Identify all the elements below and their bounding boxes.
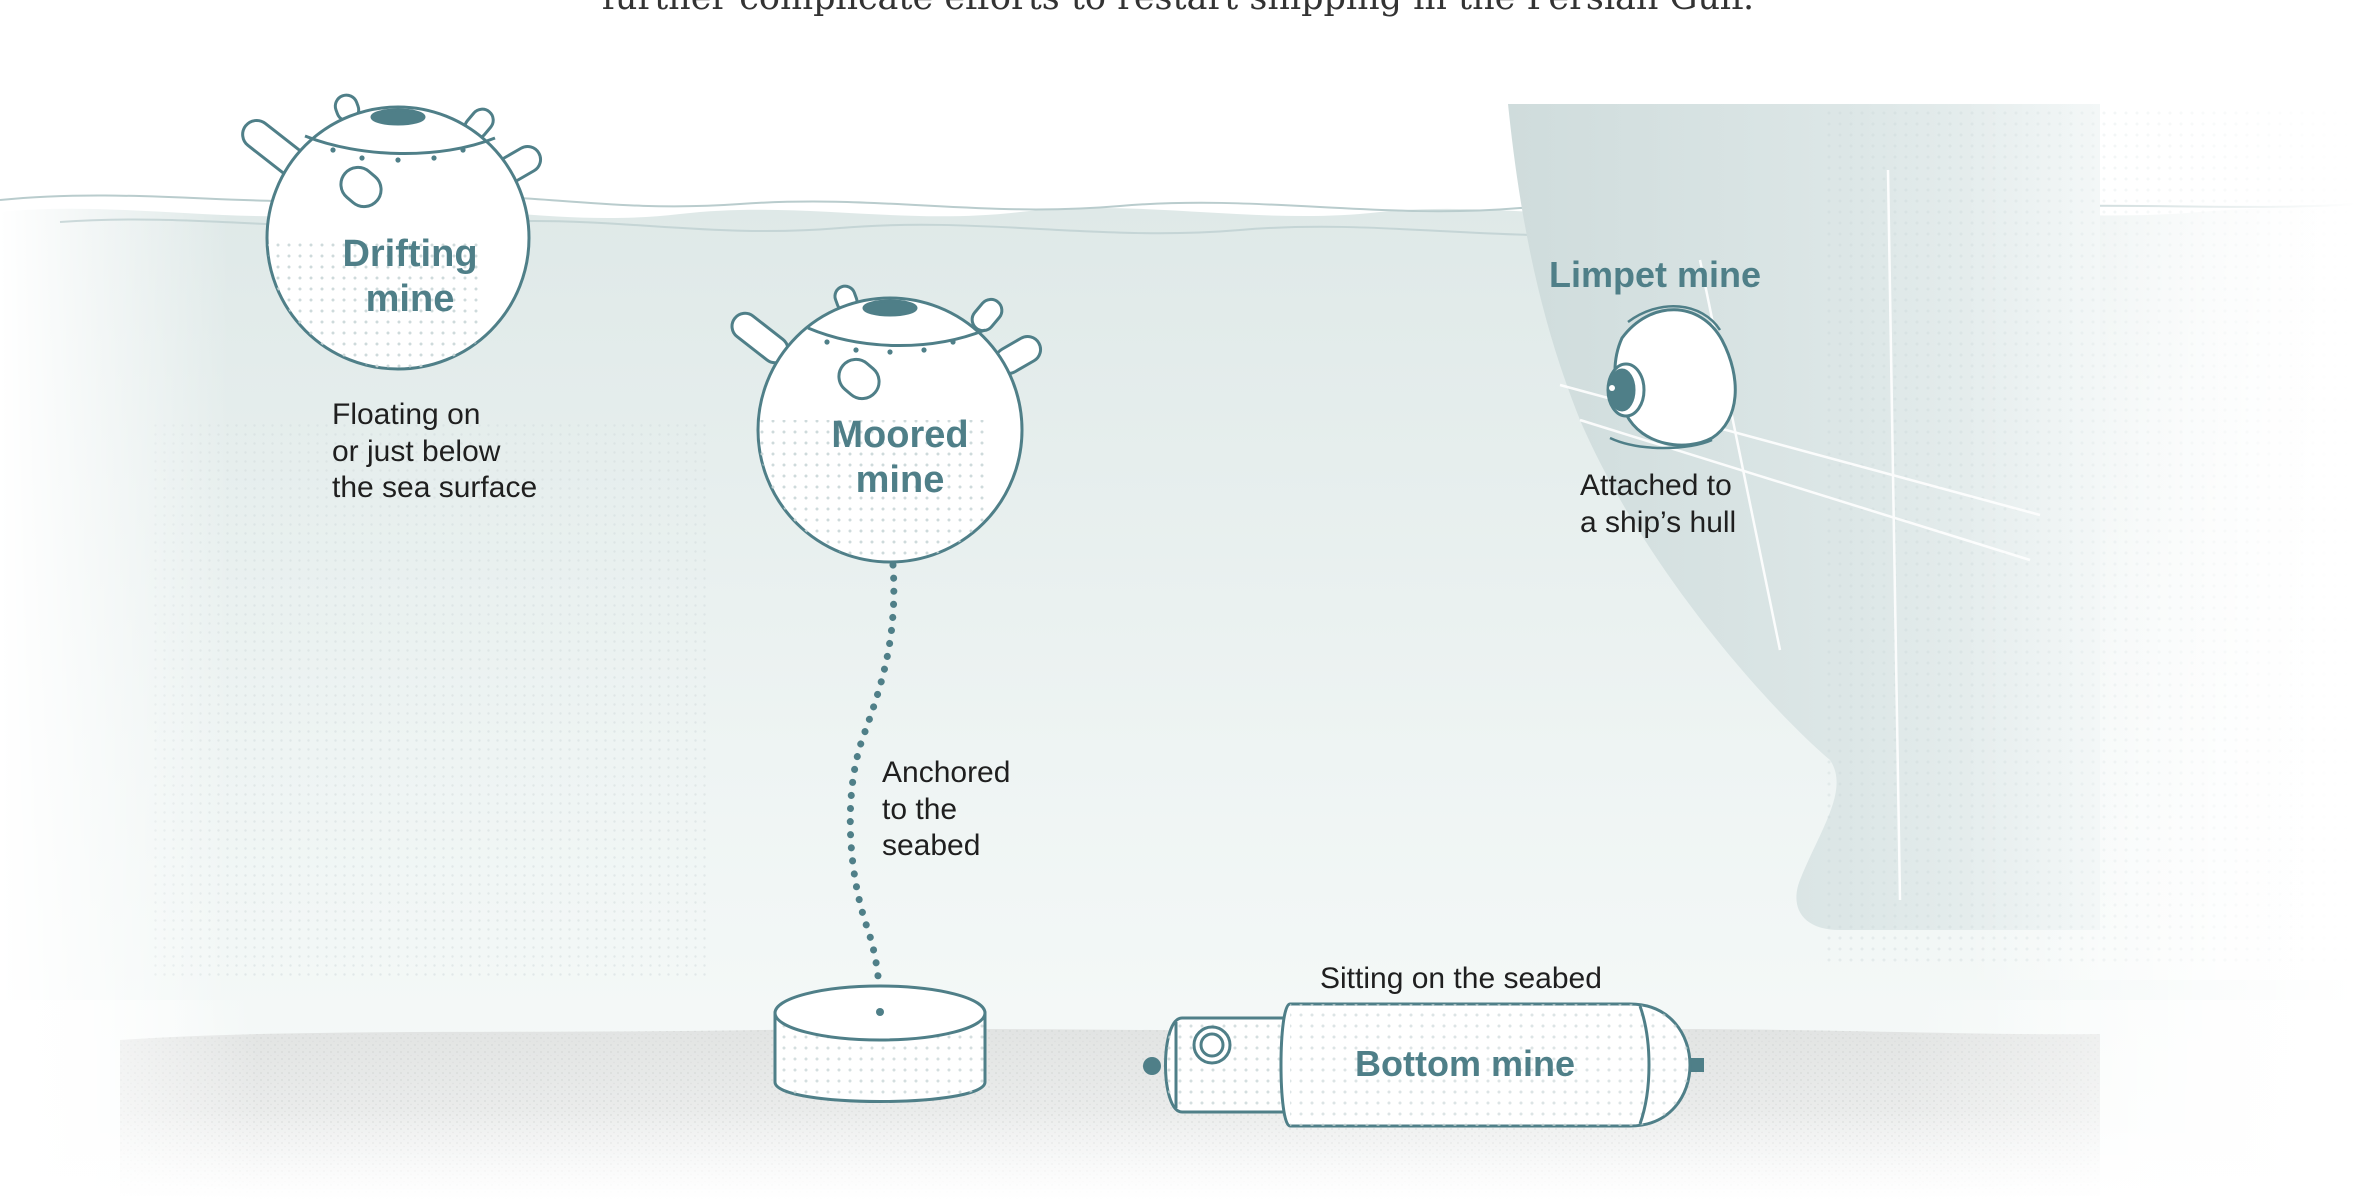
intro-text: further complicate efforts to restart sh… [0,0,2356,18]
moored-mine-label: Moored mine [790,413,1010,503]
bottom-mine-label-line: Bottom mine [1355,1043,1575,1084]
bottom-mine-caption: Sitting on the seabed [1320,961,1602,998]
limpet-mine-caption: Attached to a ship’s hull [1580,468,1736,541]
bottom-mine-graphic [1143,1002,1704,1128]
moored-mine-caption: Anchored to the seabed [882,755,1010,865]
bottom-mine-label: Bottom mine [1320,1043,1610,1085]
drifting-mine-graphic [241,93,543,371]
moored-mine-graphic [730,284,1043,564]
limpet-mine-graphic [1606,305,1737,450]
caption-line: or just below [332,434,501,468]
drifting-mine-label-line: mine [365,277,455,320]
caption-line: seabed [882,829,981,863]
drifting-mine-caption: Floating on or just below the sea surfac… [332,397,537,507]
anchor-weight-graphic [773,984,987,1103]
mooring-chain [846,561,898,1016]
caption-line: Anchored [882,756,1011,789]
caption-line: a ship’s hull [1580,505,1737,539]
ship-hull [1508,100,2356,980]
caption-line: to the [882,792,958,826]
caption-line: Attached to [1580,469,1732,502]
caption-line: Floating on [332,398,481,431]
drifting-mine-label: Drifting mine [300,232,520,322]
limpet-mine-label-line: Limpet mine [1548,254,1762,295]
caption-line: the sea surface [332,471,538,505]
moored-mine-label-line: mine [855,458,945,501]
limpet-mine-label: Limpet mine [1540,254,1770,296]
drifting-mine-label-line: Drifting [342,233,478,275]
caption-line: Sitting on the seabed [1320,962,1602,995]
moored-mine-label-line: Moored [831,414,969,456]
